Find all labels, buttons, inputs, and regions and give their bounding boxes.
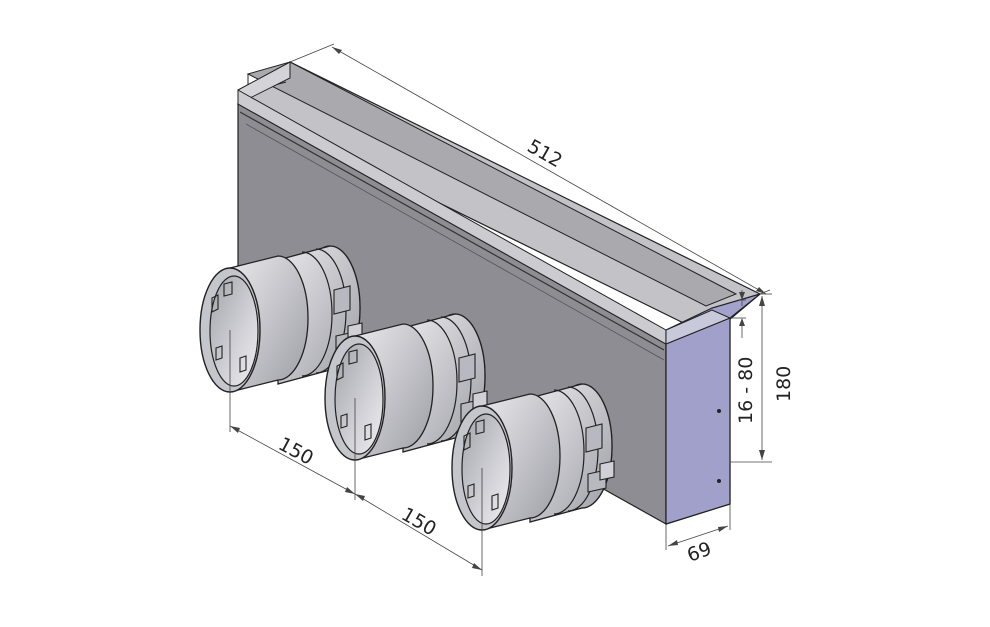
spacing-2-label: 150 <box>398 503 440 540</box>
depth-label: 69 <box>684 538 714 567</box>
dimension-height: 180 <box>730 293 795 463</box>
rivet-icon <box>717 409 721 413</box>
spacing-1-label: 150 <box>275 433 317 470</box>
height-label: 180 <box>773 366 795 402</box>
length-label: 512 <box>524 135 566 172</box>
box-rear-lip <box>246 61 738 307</box>
rivet-icon <box>717 479 721 483</box>
adjust-range-label: 16 - 80 <box>735 357 757 424</box>
dimension-adjust-range: 16 - 80 <box>730 290 757 424</box>
